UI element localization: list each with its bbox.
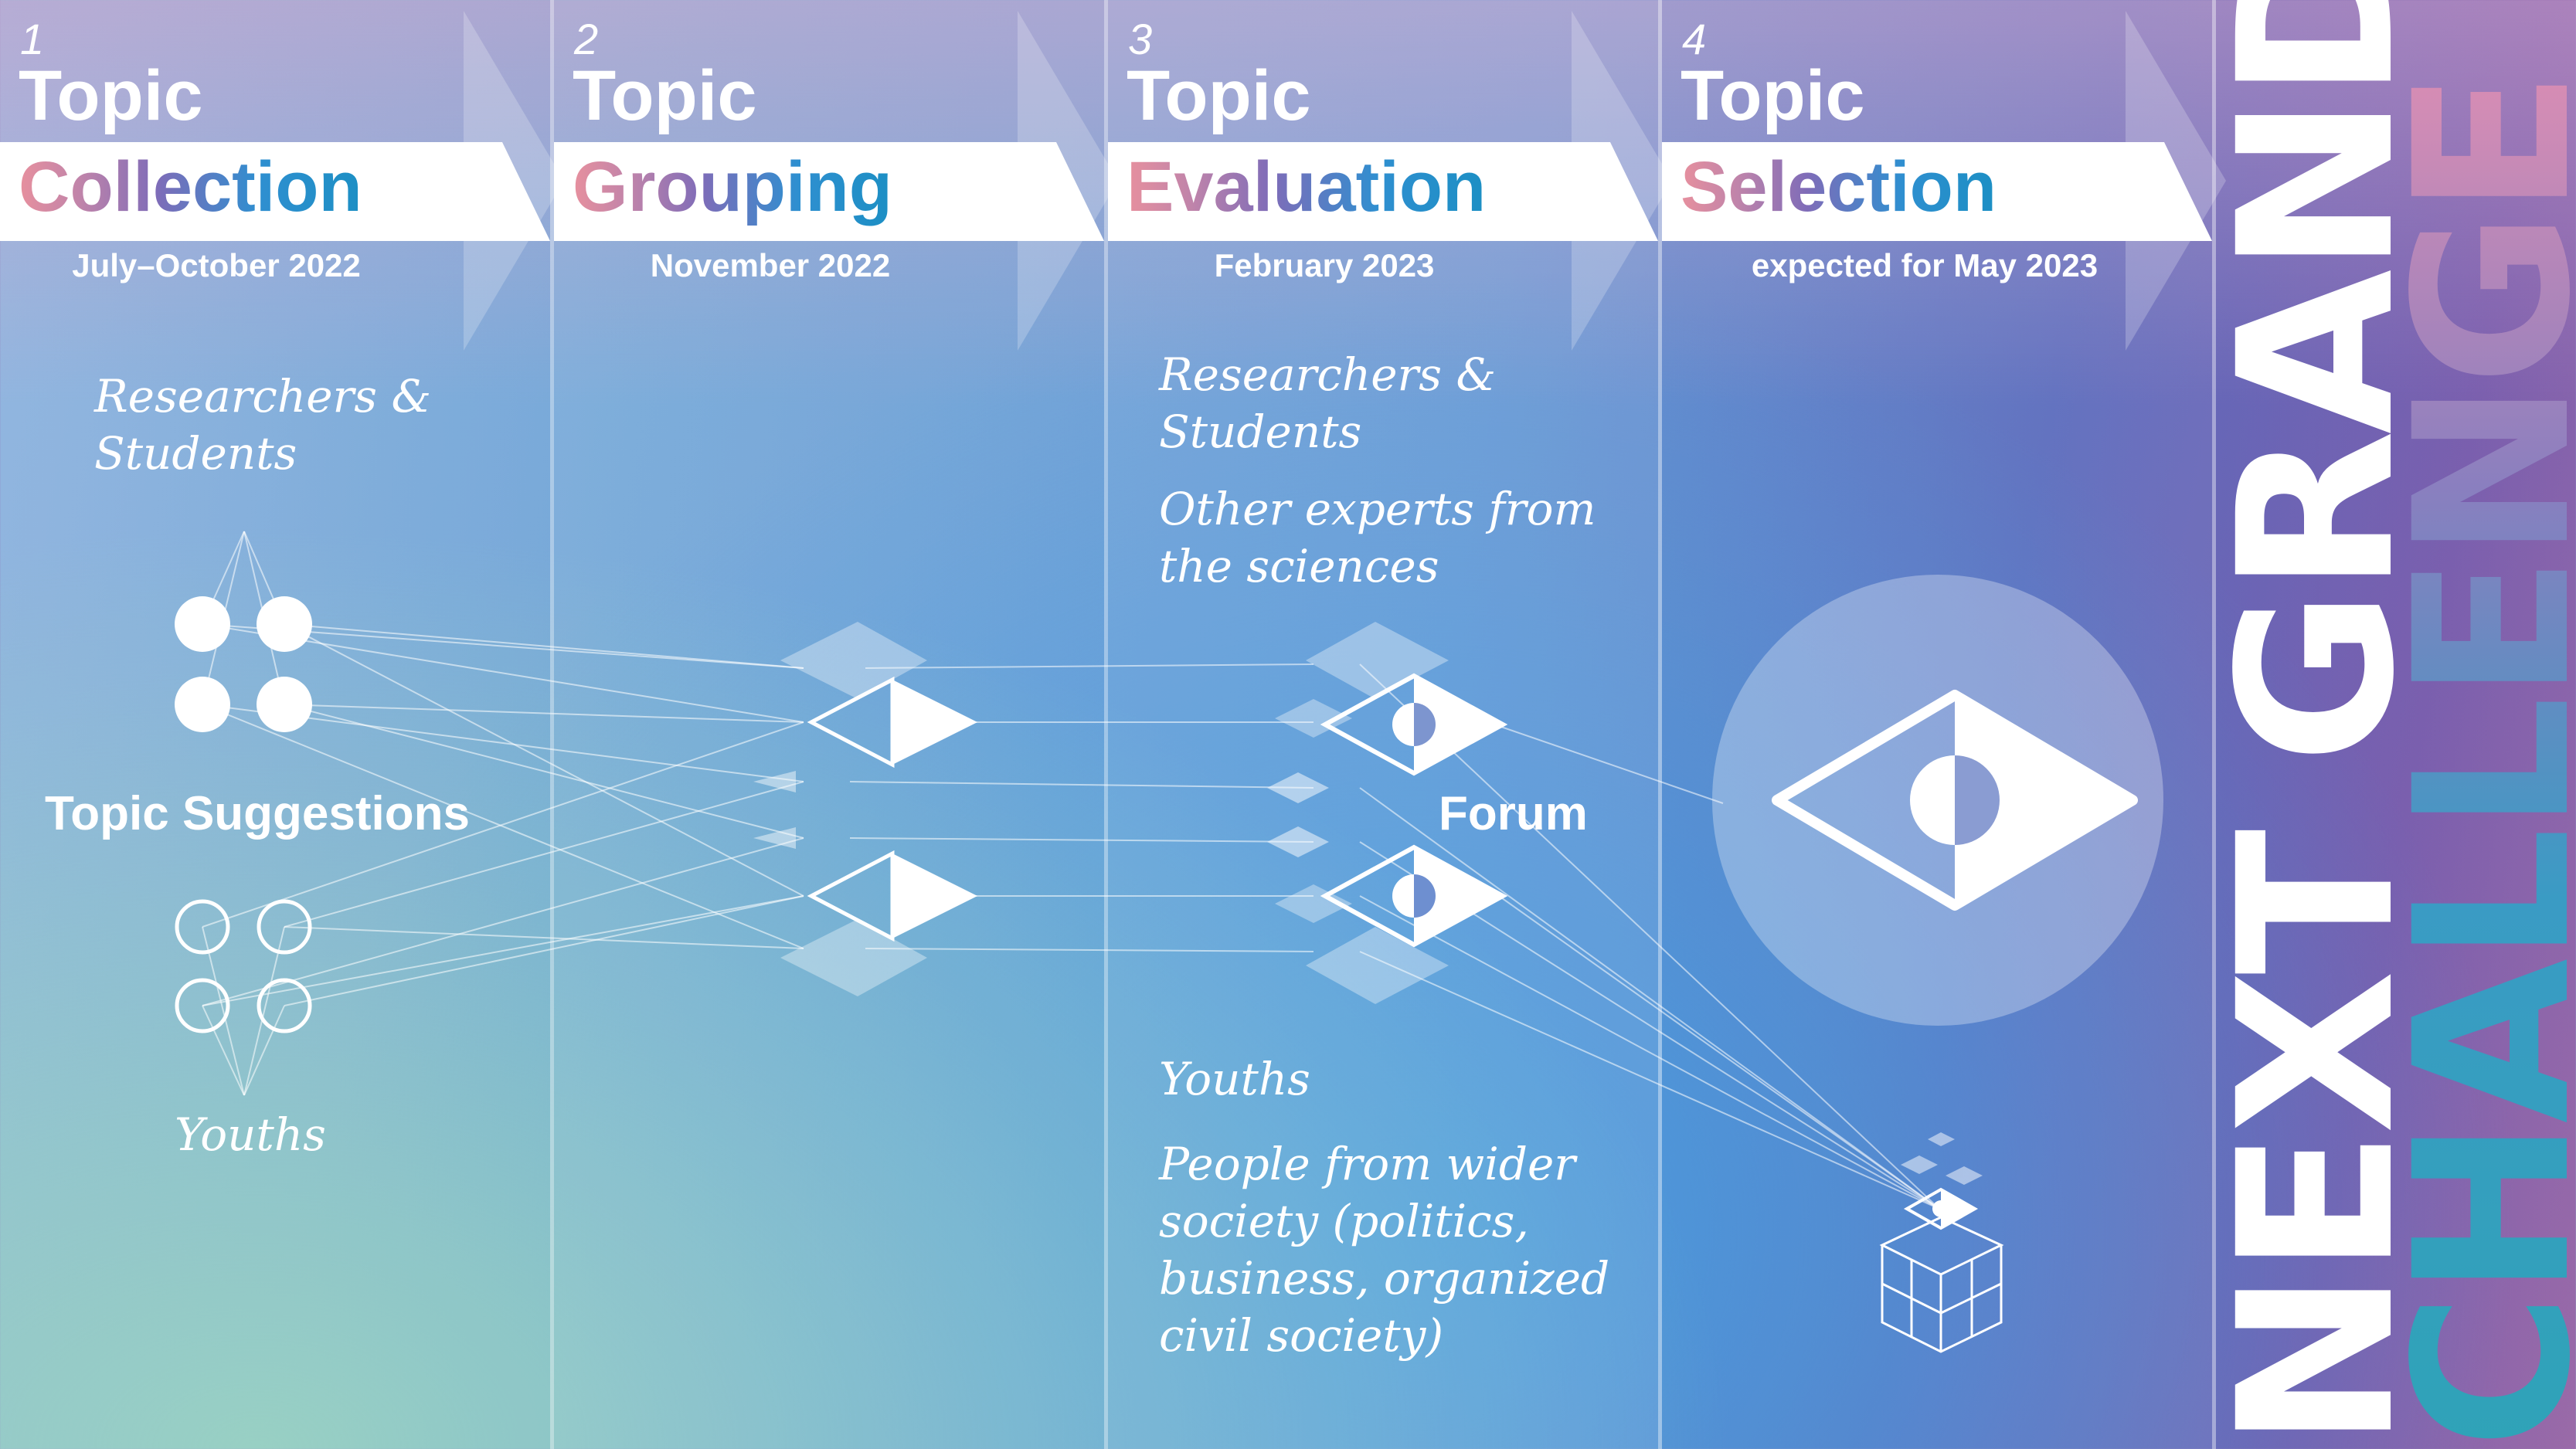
step-topic: Topic	[19, 56, 203, 135]
step-band	[554, 142, 1104, 241]
step-topic: Topic	[573, 56, 757, 135]
selection-eye	[1712, 575, 2163, 1026]
step-band	[0, 142, 550, 241]
step-date: February 2023	[1214, 247, 1435, 283]
dot-icon	[257, 596, 312, 652]
step-grouping: 2 Topic Grouping November 2022	[554, 0, 1118, 1449]
dot-icon	[175, 677, 230, 732]
ring-icon	[257, 978, 312, 1033]
step-band	[1108, 142, 1658, 241]
dot-icon	[257, 677, 312, 732]
participants-other-experts: Other experts from the sciences	[1159, 483, 1596, 592]
participants-youths-eval: Youths	[1159, 1053, 1310, 1105]
ballot-box-icon	[1879, 1132, 2004, 1353]
eye-diamond-icon	[1320, 844, 1508, 948]
triangle-icon	[807, 850, 977, 942]
step-band	[1662, 142, 2212, 241]
topic-suggestions-label: Topic Suggestions	[45, 787, 470, 840]
participants-researchers-students-eval: Researchers & Students	[1159, 348, 1497, 458]
triangle-icon	[807, 676, 977, 769]
connection-lines	[202, 531, 1940, 1210]
step-evaluation: 3 Topic Evaluation February 2023	[1108, 0, 1672, 1449]
participants-wider-society: People from wider society (politics, bus…	[1159, 1138, 1610, 1362]
step-number: 3	[1128, 15, 1153, 63]
eye-diamond-icon	[1320, 673, 1508, 776]
title-challenge: CHALLENGE	[2370, 75, 2576, 1449]
ring-icon	[175, 899, 230, 955]
researcher-dots	[175, 596, 312, 732]
participants-researchers-students: Researchers & Students	[94, 370, 432, 480]
step-topic: Topic	[1127, 56, 1311, 135]
step-date: expected for May 2023	[1751, 247, 2099, 283]
evaluation-eyes	[1267, 622, 1508, 1004]
youth-rings	[175, 899, 312, 1033]
step-number: 4	[1682, 15, 1707, 63]
grouping-shapes	[753, 622, 977, 996]
step-topic: Topic	[1681, 56, 1865, 135]
forum-label: Forum	[1439, 787, 1588, 840]
eye-diamond-icon	[1772, 690, 2138, 911]
ring-icon	[257, 899, 312, 955]
step-date: November 2022	[650, 247, 891, 283]
ring-icon	[175, 978, 230, 1033]
step-number: 2	[574, 15, 599, 63]
step-number: 1	[20, 15, 45, 63]
triangle-icon	[753, 771, 796, 849]
step-date: July–October 2022	[72, 247, 361, 283]
dot-icon	[175, 596, 230, 652]
step-collection: 1 Topic Collection July–October 2022	[0, 0, 564, 1449]
participants-youths: Youths	[175, 1108, 326, 1161]
